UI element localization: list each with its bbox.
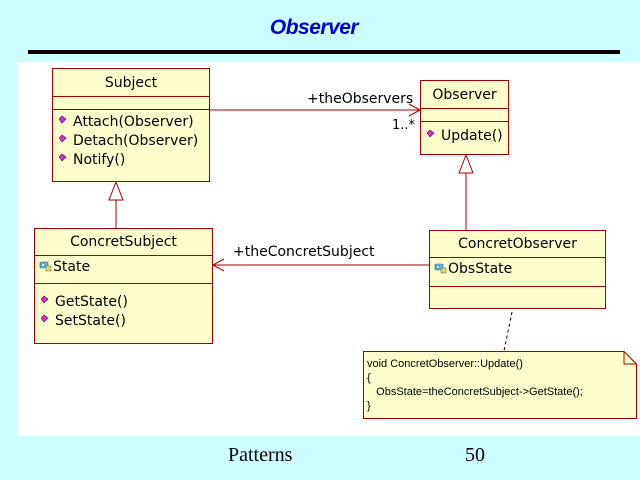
slide-title: Observer [269, 16, 359, 39]
operation-label: Update() [441, 127, 503, 144]
class-name: ConcretSubject [35, 229, 212, 256]
operation-row: Notify() [59, 150, 209, 169]
note-line: void ConcretObserver::Update() [367, 358, 523, 370]
operation-diamond-icon [41, 314, 54, 327]
class-concret-observer[interactable]: ConcretObserver ObsState [429, 230, 606, 309]
note-line: ObsState=theConcretSubject->GetState(); [367, 386, 583, 398]
operation-diamond-icon [59, 115, 72, 128]
note-line: { [367, 372, 371, 384]
attribute-row: ObsState [434, 259, 605, 278]
observers-role-label: +theObservers [307, 91, 414, 107]
code-note[interactable]: void ConcretObserver::Update() { ObsStat… [363, 351, 637, 419]
page-number: 50 [465, 444, 485, 466]
attribute-key-icon [434, 262, 447, 275]
class-attributes [53, 97, 209, 110]
class-operations: Attach(Observer) Detach(Observer) Notify… [53, 110, 209, 169]
attribute-label: ObsState [448, 260, 513, 277]
note-anchor-line [503, 311, 513, 352]
class-attributes: State [35, 256, 212, 284]
class-operations: GetState() SetState() [35, 284, 212, 330]
operation-label: GetState() [55, 293, 128, 310]
class-name: Observer [421, 81, 508, 109]
footer-label: Patterns [228, 444, 293, 466]
note-text: void ConcretObserver::Update() { ObsStat… [367, 357, 583, 413]
class-name: ConcretObserver [430, 231, 605, 258]
operation-diamond-icon [427, 129, 440, 142]
operation-row: Detach(Observer) [59, 131, 209, 150]
class-name: Subject [53, 69, 209, 97]
class-attributes: ObsState [430, 258, 605, 287]
operation-row: Update() [427, 126, 508, 145]
operation-diamond-icon [41, 295, 54, 308]
operation-diamond-icon [59, 134, 72, 147]
subject-role-label: +theConcretSubject [233, 244, 375, 260]
operation-diamond-icon [59, 153, 72, 166]
operation-label: SetState() [55, 312, 126, 329]
operation-row: SetState() [41, 311, 212, 330]
class-operations: Update() [421, 122, 508, 145]
operation-label: Detach(Observer) [73, 132, 199, 149]
attribute-row: State [39, 257, 212, 276]
operation-label: Attach(Observer) [73, 113, 194, 130]
attribute-key-icon [39, 260, 52, 273]
subject-generalization-triangle [108, 180, 124, 201]
title-rule [28, 50, 620, 54]
class-attributes [421, 109, 508, 122]
class-concret-subject[interactable]: ConcretSubject State GetState() SetState… [34, 228, 213, 344]
observer-generalization-triangle [458, 153, 474, 174]
note-line: } [367, 400, 371, 412]
subject-association-arrowhead [211, 258, 225, 272]
class-subject[interactable]: Subject Attach(Observer) Detach(Observer… [52, 68, 210, 182]
operation-row: Attach(Observer) [59, 112, 209, 131]
operation-row: GetState() [41, 292, 212, 311]
class-observer[interactable]: Observer Update() [420, 80, 509, 155]
note-shape [363, 351, 637, 419]
attribute-label: State [53, 258, 91, 275]
observers-multiplicity-label: 1..* [392, 118, 416, 133]
operation-label: Notify() [73, 151, 126, 168]
